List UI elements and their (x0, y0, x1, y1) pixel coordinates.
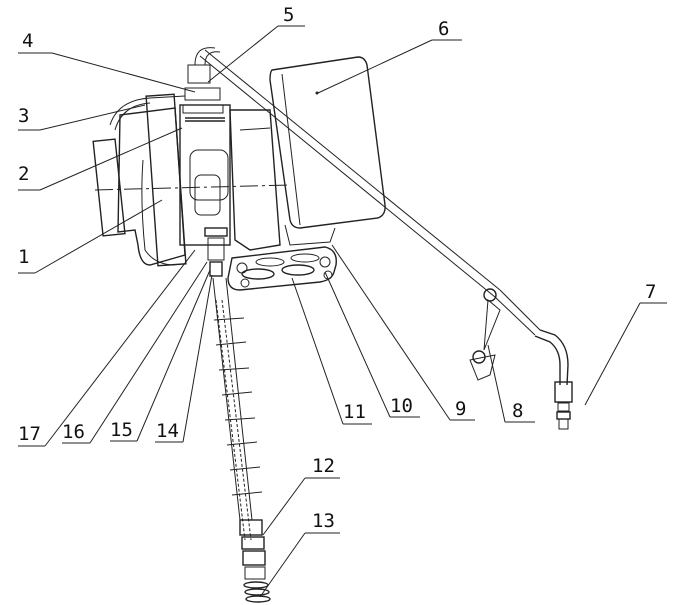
callout-8: 8 (487, 344, 535, 423)
callout-label: 12 (312, 455, 335, 477)
callout-label: 13 (312, 510, 335, 532)
callout-7: 7 (584, 281, 667, 406)
callout-label: 9 (455, 398, 466, 420)
actuator-box (269, 56, 386, 246)
callout-17: 17 (18, 249, 196, 447)
callout-label: 7 (645, 281, 656, 303)
callout-label: 16 (62, 421, 85, 443)
flange-plate (227, 246, 337, 291)
callout-label: 10 (390, 395, 413, 417)
callout-5: 5 (207, 4, 305, 83)
callout-1: 1 (18, 199, 163, 274)
turbocharger-body (92, 47, 291, 267)
callout-label: 17 (18, 423, 41, 445)
callout-label: 1 (18, 246, 29, 268)
callout-15: 15 (110, 269, 211, 442)
callout-6: 6 (317, 18, 462, 94)
callout-9: 9 (331, 244, 475, 421)
callout-label: 15 (110, 419, 133, 441)
callout-2: 2 (18, 127, 183, 191)
pipe-bracket (469, 288, 501, 381)
callout-4: 4 (18, 30, 196, 93)
callout-label: 14 (156, 420, 179, 442)
callout-label: 11 (343, 401, 366, 423)
callout-13: 13 (259, 510, 340, 598)
callout-11: 11 (291, 277, 372, 425)
callout-label: 2 (18, 163, 29, 185)
callout-label: 6 (438, 18, 449, 40)
callout-3: 3 (18, 104, 146, 131)
callout-12: 12 (262, 455, 340, 536)
callout-14: 14 (155, 274, 213, 443)
drain-hose (204, 227, 271, 603)
callout-label: 5 (283, 4, 294, 26)
oil-pipe (199, 49, 573, 430)
callout-10: 10 (324, 271, 420, 418)
callout-label: 3 (18, 105, 29, 127)
callout-16: 16 (62, 261, 208, 444)
callout-label: 4 (22, 30, 33, 52)
callout-label: 8 (512, 400, 523, 422)
